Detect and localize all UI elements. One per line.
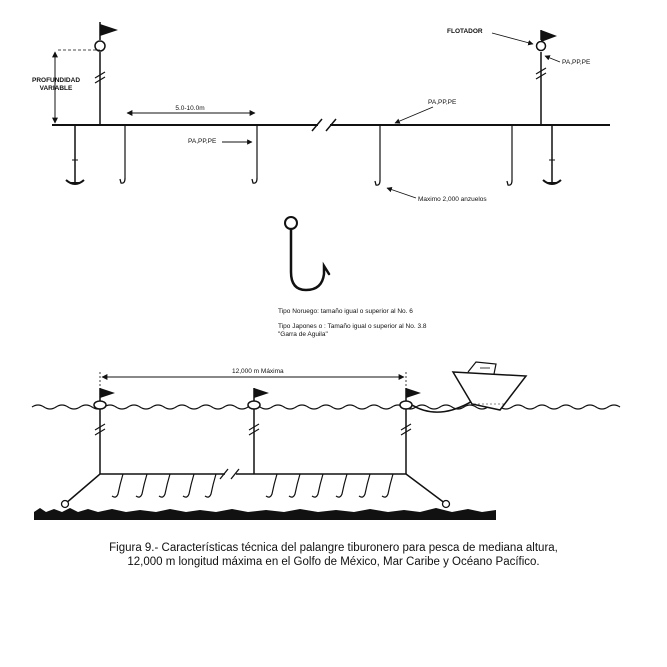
branch-hook [119,125,126,184]
float-buoy [247,388,269,474]
float-icon [94,40,106,52]
branch-hook [506,125,513,186]
anchor-weight-icon [60,499,70,509]
material-arrow-right [544,55,561,63]
japanese-hook-label: Tipo Japones o : Tamaño igual o superior… [278,323,427,338]
anchor-weight-icon [441,499,451,509]
material-arrow-center [394,106,434,124]
material-label-right: PA,PP,PE [562,59,591,66]
material-label-center: PA,PP,PE [428,99,457,106]
flag-icon [406,388,421,398]
right-float-buoy [535,30,557,125]
flag-icon [100,24,118,36]
hooks-arrow [386,187,417,199]
material-label-left: PA,PP,PE [188,138,217,145]
bottom-longline-diagram: 12,000 m Máxima [31,361,621,520]
flag-icon [541,30,557,42]
seabed-texture [34,508,496,512]
bottom-hooks [111,473,394,498]
left-anchor-icon [65,125,85,185]
boat-icon [451,361,528,411]
seabed [34,512,496,520]
branch-hook [251,125,258,184]
float-icon [247,400,261,410]
norwegian-hook-label: Tipo Noruego: tamaño igual o superior al… [278,308,413,315]
hook-detail: Tipo Noruego: tamaño igual o superior al… [278,216,427,338]
bottom-main-line [236,473,447,505]
spacing-label: 5.0-10.0m [175,105,204,112]
left-float-buoy [94,22,118,125]
float-buoy [399,388,421,474]
flag-icon [100,388,115,398]
line-break-mark [325,118,337,132]
line-break-mark [311,118,323,132]
hook-eye-icon [284,216,298,230]
length-label: 12,000 m Máxima [232,368,284,375]
float-icon [93,400,107,410]
branch-hook [374,125,381,186]
sea-surface [31,404,621,410]
line-break-mark [219,468,229,480]
float-icon [535,40,547,52]
line-break-mark [230,468,240,480]
bottom-main-line [64,473,225,505]
float-arrow [491,32,534,46]
float-buoy [93,388,115,474]
hooks-label: Maximo 2,000 anzuelos [418,196,487,203]
spacing-dimension: 5.0-10.0m [126,105,256,116]
hook-icon [289,227,331,292]
right-anchor-icon [542,125,562,185]
float-icon [399,400,413,410]
caption-line-1: Figura 9.- Características técnica del p… [109,542,558,554]
flag-icon [254,388,269,398]
figure-caption: Figura 9.- Características técnica del p… [0,541,667,569]
caption-line-2: 12,000 m longitud máxima en el Golfo de … [127,556,540,568]
float-label: FLOTADOR [447,28,483,35]
